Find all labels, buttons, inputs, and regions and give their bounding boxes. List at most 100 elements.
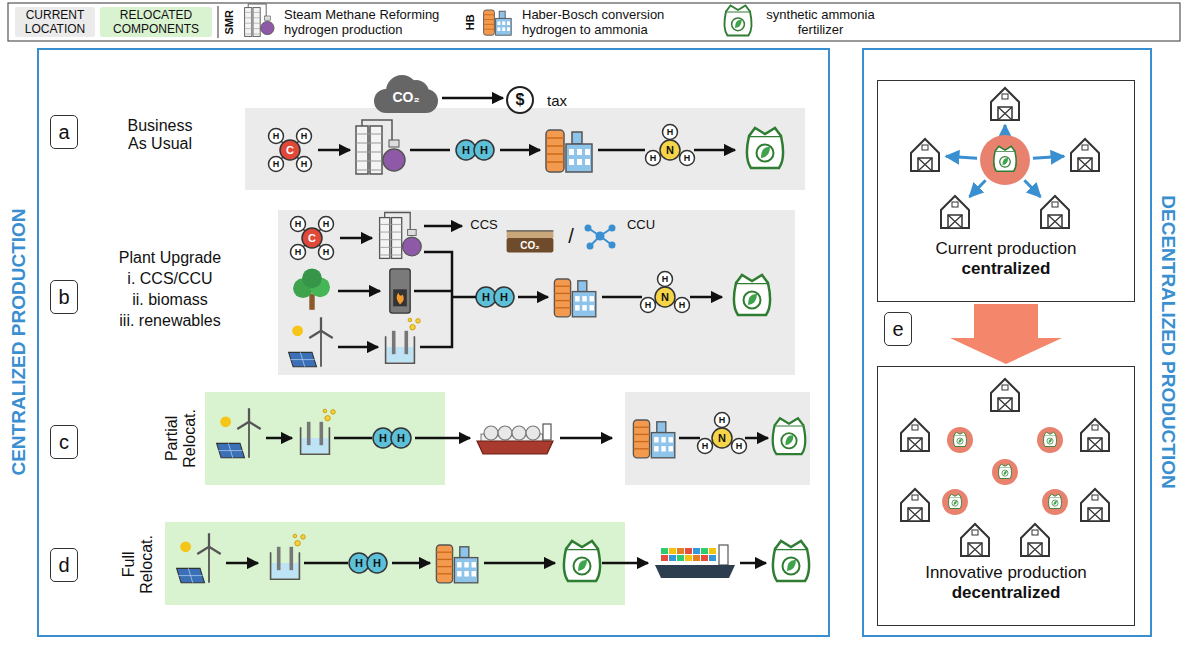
production-site — [1042, 489, 1068, 515]
illustration-part — [245, 28, 261, 29]
illustration-part — [582, 296, 587, 301]
illustration-part — [253, 8, 260, 37]
illustration-part — [494, 287, 514, 307]
illustration-part — [908, 508, 922, 521]
illustration-part — [968, 543, 982, 556]
illustration-part — [918, 158, 932, 171]
flow-arrow — [424, 225, 462, 228]
legend-entry: Haber-Bosch conversion hydrogen to ammon… — [522, 7, 687, 38]
illustration-part — [1044, 432, 1056, 435]
haber-bosch-icon — [484, 10, 512, 35]
farm-barn-icon — [1081, 419, 1109, 451]
scenario-label: iii. renewables — [95, 312, 245, 330]
illustration-part — [237, 408, 260, 429]
molecule-icon — [373, 428, 411, 448]
illustration-part — [698, 439, 713, 454]
icon-label: / — [565, 225, 577, 248]
flow-arrow — [970, 180, 986, 197]
illustration-part — [693, 548, 700, 554]
illustration-part — [1088, 508, 1102, 521]
illustration-part — [633, 427, 649, 428]
illustration-part — [669, 548, 676, 554]
icon-label: CO₂ — [512, 240, 548, 252]
illustration-part — [1088, 438, 1102, 451]
fertilizer-bag-icon — [773, 541, 809, 581]
solar-wind-icon — [177, 533, 221, 583]
farm-barn-icon — [901, 419, 929, 451]
illustration-part — [484, 14, 495, 15]
atom-letter: H — [369, 558, 385, 569]
relocated-band — [165, 522, 625, 605]
illustration-part — [747, 136, 783, 168]
flow-arrow — [946, 156, 977, 158]
illustration-part — [392, 331, 396, 354]
illustration-part — [386, 336, 415, 363]
atom-letter: H — [268, 160, 284, 169]
molecule-icon — [269, 129, 312, 172]
scenario-letter: c — [59, 430, 69, 454]
illustration-part — [908, 438, 922, 451]
transition-arrow — [950, 304, 1062, 364]
illustration-part — [575, 296, 580, 301]
production-site — [980, 135, 1030, 185]
illustration-part — [715, 413, 730, 428]
farm-barn-icon — [1021, 524, 1049, 556]
illustration-part — [572, 292, 595, 317]
illustration-part — [732, 18, 745, 31]
flow-arrow — [442, 97, 503, 100]
link-line — [602, 296, 642, 299]
molecule-icon — [476, 287, 514, 307]
illustration-part — [901, 489, 929, 521]
scenario-label: i. CCS/CCU — [95, 270, 245, 288]
illustration-part — [663, 125, 678, 140]
panel-heading: CENTRALIZED PRODUCTION — [7, 132, 31, 552]
link-line — [410, 149, 450, 152]
illustration-part — [507, 238, 554, 252]
illustration-part — [948, 215, 962, 228]
atom-letter: H — [318, 220, 334, 229]
illustration-part — [484, 426, 498, 440]
molecule-icon — [349, 553, 387, 573]
fertilizer-bag-icon — [994, 146, 1016, 171]
biomass-icon — [293, 268, 330, 309]
box-text: Current production — [936, 239, 1077, 259]
illustration-part — [941, 196, 969, 228]
illustration-part — [693, 555, 700, 561]
scenario-letter: d — [58, 553, 69, 577]
atom-letter: H — [478, 292, 494, 303]
illustration-part — [397, 293, 404, 305]
link-line — [598, 149, 645, 152]
illustration-part — [403, 237, 422, 256]
illustration-part — [295, 541, 300, 546]
link-line — [420, 252, 452, 347]
illustration-part — [543, 424, 551, 440]
illustration-part — [280, 140, 300, 160]
illustration-part — [991, 88, 1019, 120]
illustration-part — [961, 524, 989, 556]
illustration-part — [220, 416, 231, 427]
illustration-part — [302, 268, 322, 288]
atom-letter: H — [290, 248, 306, 257]
illustration-part — [1092, 425, 1098, 430]
illustration-part — [590, 296, 595, 301]
current-location-band — [245, 108, 805, 190]
illustration-part — [585, 225, 592, 232]
illustration-part — [1048, 215, 1062, 228]
illustration-part — [661, 446, 666, 451]
farm-barn-icon — [961, 524, 989, 556]
atom-letter: H — [640, 301, 656, 310]
illustration-part — [719, 545, 728, 565]
scenario-box: Current productioncentralized — [877, 80, 1135, 302]
illustration-part — [661, 555, 668, 561]
illustration-part — [289, 352, 317, 366]
box-text: decentralized — [952, 583, 1061, 603]
illustration-part — [912, 495, 918, 500]
scenario-label: Business As Usual — [119, 117, 201, 154]
illustration-part — [245, 17, 261, 18]
flow-arrow — [518, 296, 548, 299]
illustration-part — [320, 422, 324, 445]
illustration-part — [736, 275, 768, 283]
illustration-part — [356, 161, 382, 162]
illustration-part — [380, 255, 402, 256]
illustration-part — [998, 398, 1012, 411]
